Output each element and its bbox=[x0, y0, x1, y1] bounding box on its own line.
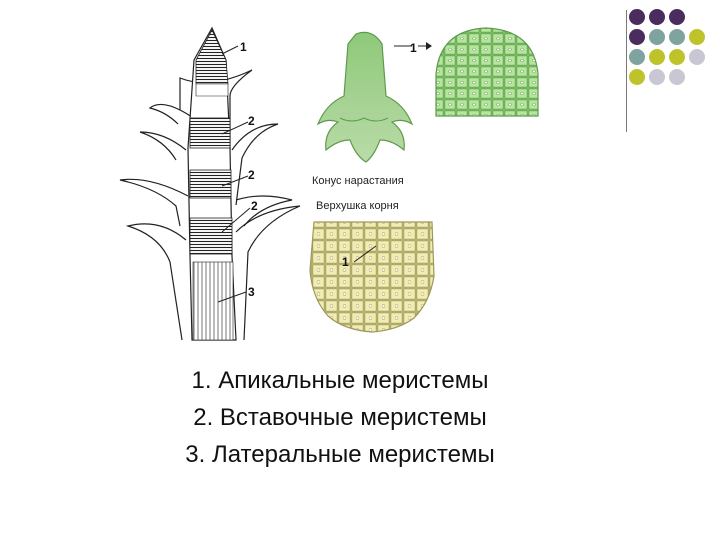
root-tip-title: Верхушка корня bbox=[316, 200, 399, 212]
shoot-cone-cells-detail bbox=[435, 27, 539, 117]
stem-label-intercalary-b: 2 bbox=[248, 168, 255, 182]
decorative-dot bbox=[629, 29, 645, 45]
root-tip-marker: 1 bbox=[342, 255, 349, 269]
stem-label-apical: 1 bbox=[240, 40, 247, 54]
decorative-dot bbox=[669, 49, 685, 65]
decorative-dot-grid bbox=[629, 9, 705, 85]
caption-lateral: 3. Латеральные меристемы bbox=[185, 441, 495, 468]
shoot-cone-drawing bbox=[316, 31, 414, 163]
stem-label-lateral: 3 bbox=[248, 285, 255, 299]
root-tip-cells-detail bbox=[309, 221, 435, 333]
decorative-dot bbox=[669, 29, 685, 45]
caption-list: 1. Апикальные меристемы 2. Вставочные ме… bbox=[140, 362, 540, 473]
shoot-cone-title: Конус нарастания bbox=[312, 175, 404, 187]
decorative-dot bbox=[649, 49, 665, 65]
decorative-dot bbox=[629, 49, 645, 65]
decorative-dot bbox=[689, 29, 705, 45]
decorative-dot bbox=[669, 69, 685, 85]
decorative-dot bbox=[629, 69, 645, 85]
decorative-dot bbox=[649, 69, 665, 85]
decorative-dot bbox=[669, 9, 685, 25]
shoot-cone-marker: 1 bbox=[410, 41, 417, 55]
decorative-divider-line bbox=[626, 10, 627, 132]
stem-drawing bbox=[119, 26, 301, 341]
decorative-dot bbox=[649, 29, 665, 45]
stem-label-intercalary-a: 2 bbox=[248, 114, 255, 128]
decorative-dot bbox=[689, 49, 705, 65]
caption-intercalary: 2. Вставочные меристемы bbox=[193, 404, 487, 431]
caption-apical: 1. Апикальные меристемы bbox=[191, 367, 489, 394]
stem-label-intercalary-c: 2 bbox=[251, 199, 258, 213]
meristem-diagram: 1 2 2 2 3 1 Конус нарастания Верхушка ко… bbox=[119, 26, 539, 341]
decorative-dot bbox=[629, 9, 645, 25]
decorative-dot bbox=[649, 9, 665, 25]
